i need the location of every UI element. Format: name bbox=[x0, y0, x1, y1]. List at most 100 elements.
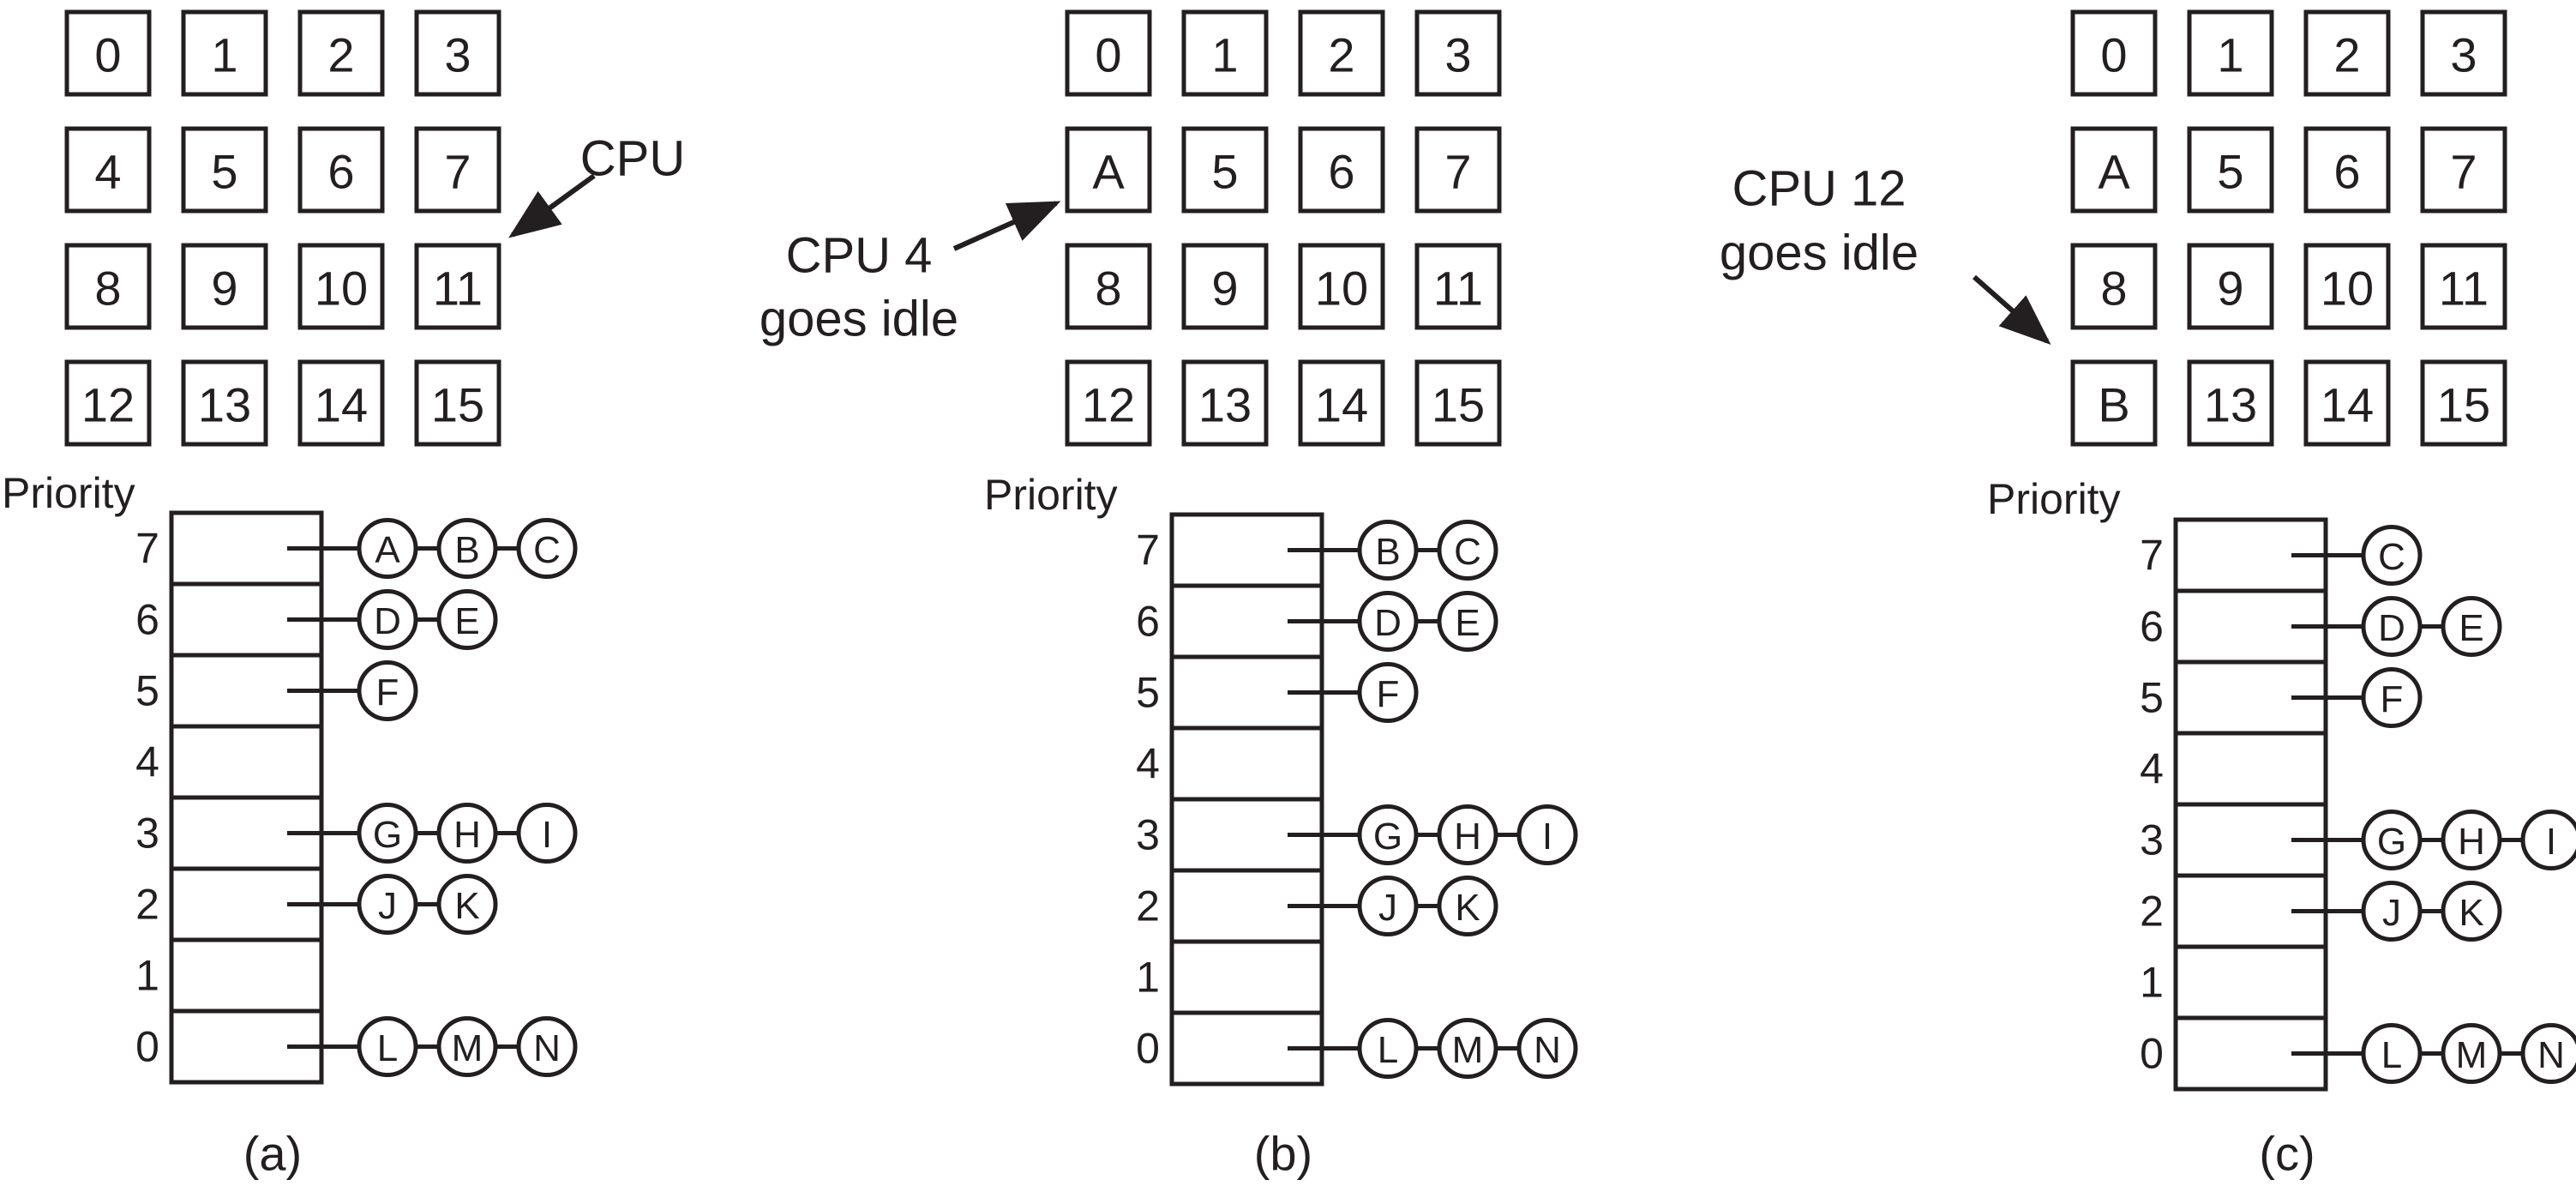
cpu-cell-box bbox=[297, 126, 385, 214]
cpu-cell-label: A bbox=[1092, 145, 1125, 199]
cpu-cell-box bbox=[2303, 126, 2391, 214]
process-node: C bbox=[516, 518, 578, 579]
priority-level-label: 5 bbox=[2140, 674, 2164, 722]
queue-row: 4 bbox=[1136, 740, 1160, 788]
cpu-cell-box bbox=[1065, 9, 1152, 97]
process-label: M bbox=[2456, 1034, 2488, 1076]
cpu-cell-box bbox=[64, 9, 152, 97]
process-circle bbox=[436, 874, 498, 935]
cpu-cell-label: 6 bbox=[2333, 145, 2360, 199]
annotation-arrow bbox=[952, 201, 1061, 251]
process-node: G bbox=[357, 803, 418, 864]
cpu-cell-label: 12 bbox=[81, 378, 135, 432]
cpu-cell-box bbox=[2187, 243, 2274, 330]
process-node: I bbox=[516, 803, 578, 864]
cpu-cell-label: 9 bbox=[211, 262, 237, 316]
cpu-cell: 7 bbox=[414, 126, 501, 214]
cpu-cell-label: 2 bbox=[2333, 28, 2360, 82]
process-node: E bbox=[436, 589, 498, 650]
cpu-cell-label: 5 bbox=[211, 145, 237, 199]
cpu-cell: 3 bbox=[1414, 9, 1502, 97]
cpu-cell-box bbox=[2303, 9, 2391, 97]
cpu-cell: 2 bbox=[297, 9, 385, 97]
cpu-cell-box bbox=[2303, 359, 2391, 447]
cpu-cell: 2 bbox=[1298, 9, 1385, 97]
cpu-cell: 15 bbox=[2420, 359, 2507, 447]
cpu-cell-label: 8 bbox=[2100, 262, 2127, 316]
process-circle bbox=[2361, 525, 2423, 586]
cpu-cell-box bbox=[1414, 243, 1502, 330]
process-node: I bbox=[1516, 804, 1578, 865]
priority-level-label: 7 bbox=[135, 525, 159, 573]
process-circle bbox=[2441, 881, 2502, 942]
cpu-cell-box bbox=[64, 243, 152, 330]
priority-level-label: 6 bbox=[135, 596, 159, 644]
cpu-cell-box bbox=[2420, 359, 2507, 447]
process-label: J bbox=[378, 885, 397, 927]
process-node: H bbox=[2441, 810, 2502, 870]
cpu-cell-box bbox=[64, 359, 152, 447]
process-label: I bbox=[1542, 816, 1552, 858]
process-circle bbox=[1516, 804, 1578, 865]
cpu-cell-label: 11 bbox=[1433, 262, 1483, 316]
process-node: N bbox=[2520, 1023, 2576, 1084]
process-circle bbox=[357, 660, 418, 721]
panel-caption: (a) bbox=[243, 1127, 302, 1181]
cpu-cell-box bbox=[414, 359, 501, 447]
cpu-cell: 13 bbox=[1181, 359, 1269, 447]
priority-level-label: 7 bbox=[1136, 527, 1160, 575]
priority-level-label: 1 bbox=[1136, 954, 1160, 1002]
priority-level-label: 4 bbox=[2140, 745, 2164, 793]
priority-level-label: 1 bbox=[135, 952, 159, 1000]
cpu-cell-box bbox=[1298, 9, 1385, 97]
cpu-cell-label: 3 bbox=[1444, 28, 1471, 82]
cpu-cell-label: 10 bbox=[315, 262, 368, 316]
cpu-cell-label: 5 bbox=[2217, 145, 2243, 199]
process-label: A bbox=[375, 529, 400, 571]
cpu-cell-box bbox=[2420, 126, 2507, 214]
cpu-cell-box bbox=[181, 9, 268, 97]
process-label: N bbox=[533, 1027, 561, 1069]
cpu-cell-label: 2 bbox=[327, 28, 354, 82]
process-label: I bbox=[542, 814, 552, 856]
process-circle bbox=[516, 803, 578, 864]
process-node: H bbox=[1437, 804, 1498, 865]
cpu-cell: 14 bbox=[1298, 359, 1385, 447]
process-label: F bbox=[2381, 678, 2404, 720]
process-node: F bbox=[1357, 662, 1419, 723]
process-circle bbox=[436, 589, 498, 650]
priority-level-label: 6 bbox=[2140, 603, 2164, 651]
cpu-cell-label: 13 bbox=[198, 378, 251, 432]
process-circle bbox=[1357, 662, 1419, 723]
cpu-cell-box bbox=[2070, 243, 2158, 330]
cpu-cell-box bbox=[297, 9, 385, 97]
process-circle bbox=[2520, 1023, 2576, 1084]
cpu-cell-box bbox=[1414, 359, 1502, 447]
process-label: E bbox=[454, 600, 479, 642]
cpu-cell-box bbox=[1065, 126, 1152, 214]
process-node: C bbox=[2361, 525, 2423, 586]
process-label: E bbox=[1455, 602, 1480, 644]
cpu-cell-box bbox=[181, 359, 268, 447]
process-label: G bbox=[373, 814, 402, 856]
cpu-cell-box bbox=[181, 126, 268, 214]
process-node: F bbox=[2361, 667, 2423, 728]
cpu-cell-box bbox=[297, 359, 385, 447]
cpu-cell-box bbox=[2187, 359, 2274, 447]
process-label: L bbox=[377, 1027, 398, 1069]
cpu-cell-label: 15 bbox=[1432, 378, 1485, 432]
annotation-text: goes idle bbox=[760, 292, 958, 347]
process-label: D bbox=[374, 600, 401, 642]
